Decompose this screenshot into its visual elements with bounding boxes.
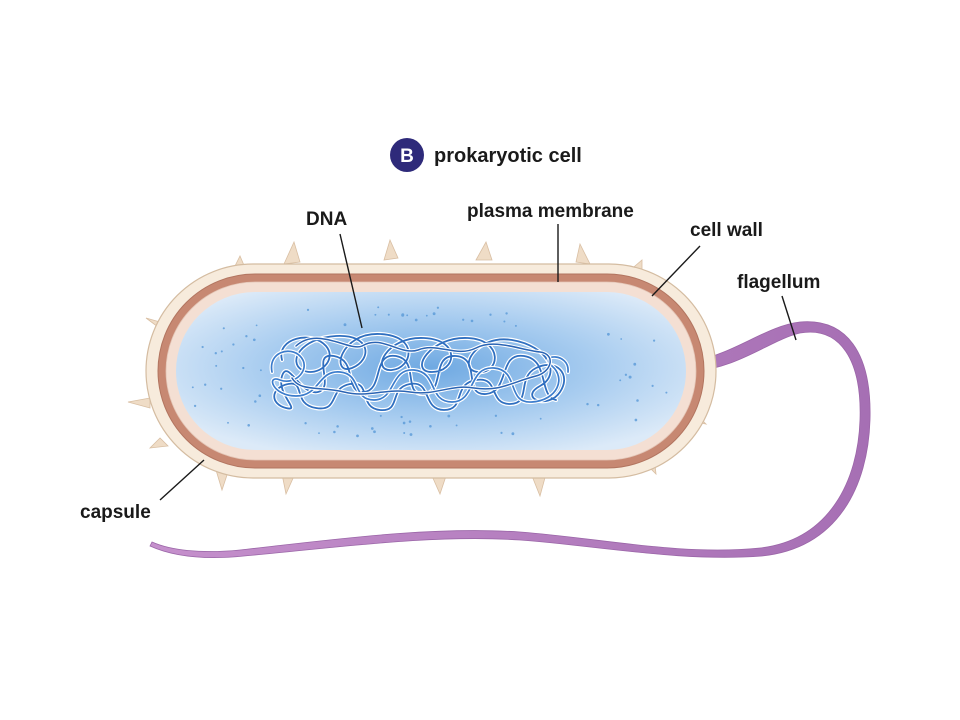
ribosome-dot [470,319,474,323]
ribosome-dot [620,338,623,340]
ribosome-dot [409,433,413,436]
pilus [383,238,399,261]
ribosome-dot [624,373,628,376]
flagellum [149,321,871,558]
ribosome-dot [619,379,622,382]
pilus [575,242,591,265]
capsule-leader-line [159,459,205,501]
ribosome-dot [539,417,542,420]
ribosome-dot [414,318,418,322]
ribosome-dot [447,414,451,418]
ribosome-dot [254,400,257,403]
ribosome-dot [500,431,503,434]
ribosome-dot [432,312,436,316]
ribosome-dot [586,402,589,406]
ribosome-dot [596,403,600,407]
ribosome-dot [636,399,639,402]
badge-letter: B [400,146,414,167]
ribosome-dot [489,313,492,316]
cell-wall-label: cell wall [690,220,763,241]
ribosome-dot [242,366,245,370]
ribosome-dot [462,318,465,321]
ribosome-dot [403,431,406,435]
ribosome-dot [400,415,403,419]
ribosome-dot [252,338,256,342]
pilus [431,475,447,496]
ribosome-dot [227,421,229,424]
pilus [475,241,493,261]
ribosome-dot [222,327,225,330]
ribosome-dot [503,320,506,323]
dna-strand [270,350,569,403]
capsule-label: capsule [80,502,151,523]
ribosome-dot [652,339,656,342]
ribosome-dot [232,343,235,346]
ribosome-dot [377,306,380,309]
ribosome-dot [651,384,654,387]
ribosome-dot [255,324,258,327]
ribosome-dot [401,313,405,317]
ribosome-dot [436,306,440,309]
ribosome-dot [306,308,310,312]
badge-circle [390,138,424,172]
ribosome-dot [373,430,376,434]
ribosome-dot [607,332,610,336]
dna-nucleoid [269,331,570,413]
ribosome-dot [201,345,204,349]
ribosome-dot [356,434,359,438]
figure-title: prokaryotic cell [434,145,582,167]
ribosome-dot [408,420,412,423]
plasma-membrane-label: plasma membrane [467,201,634,222]
ribosome-dot [343,323,347,327]
pilus [283,240,301,265]
ribosome-dot [429,424,432,428]
ribosome-dot [511,432,515,436]
ribosome-dot [370,427,374,430]
ribosome-dot [494,414,498,417]
ribosome-dot [406,314,409,317]
flagellum-leader-line [781,295,797,341]
ribosome-dot [318,432,320,434]
cell-wall-leader-line [651,245,701,297]
dna-strand [291,337,551,395]
ribosome-dot [374,313,377,316]
ribosome-dot [204,383,207,386]
ribosome-dot [333,430,336,434]
ribosome-dot [402,421,406,425]
ribosome-dot [633,362,637,366]
dna-leader-line [339,233,363,329]
ribosome-dot [193,404,197,408]
pilus [148,437,169,449]
dna-strand [273,333,566,411]
ribosome-dot [220,350,223,353]
flagellum-label: flagellum [737,272,820,293]
ribosome-dot [191,386,194,389]
ribosome-dot [379,414,382,417]
ribosome-dot [425,314,428,317]
ribosome-dot [245,335,248,338]
ribosome-dot [665,391,668,394]
ribosome-dot [304,422,307,425]
ribosome-dot [514,324,517,327]
ribosome-dot [214,352,217,355]
ribosome-dot [455,424,458,427]
ribosome-dot [505,312,508,315]
ribosome-dot [387,313,390,316]
ribosome-dot [220,387,223,390]
ribosome-dot [215,364,218,367]
ribosome-dot [259,369,262,372]
ribosome-dot [336,425,339,428]
ribosome-dot [258,394,262,398]
dna-label: DNA [306,209,347,230]
ribosome-dot [634,418,638,422]
ribosome-dot [247,424,250,427]
pilus [127,397,151,409]
ribosome-dots [191,306,668,438]
ribosome-dot [628,375,632,379]
